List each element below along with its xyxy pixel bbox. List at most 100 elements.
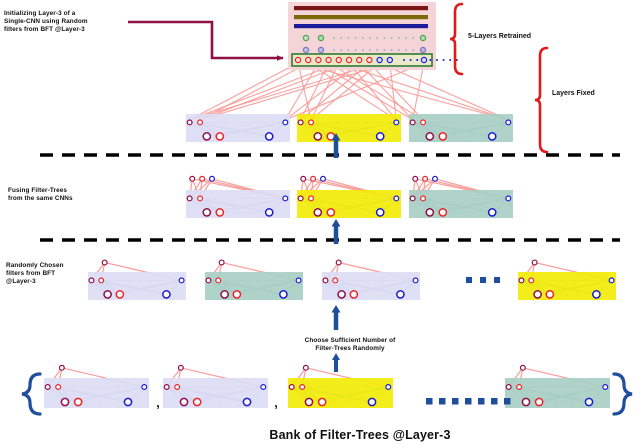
filter-tree-node-bottom bbox=[202, 132, 212, 141]
filter-tree-node-top bbox=[300, 175, 307, 182]
filter-tree-node-mid bbox=[409, 195, 416, 202]
random-filter-tree-2 bbox=[205, 272, 303, 300]
filter-tree-node-bottom bbox=[304, 397, 314, 407]
filter-tree-node-mid bbox=[608, 277, 615, 284]
filter-tree-node-mid bbox=[186, 195, 193, 202]
ellipsis-square bbox=[426, 398, 433, 405]
cnn-green-dot bbox=[340, 37, 343, 39]
ellipsis-square bbox=[466, 277, 472, 283]
filter-tree-node-top bbox=[320, 175, 327, 182]
cnn-green-dot bbox=[405, 37, 407, 39]
filter-tree-plate bbox=[163, 378, 268, 408]
cnn-purple-dot bbox=[347, 49, 350, 51]
filter-tree-node-bottom bbox=[534, 397, 544, 407]
filter-tree-node-top bbox=[310, 175, 317, 182]
filter-tree-node-bottom bbox=[521, 397, 531, 407]
brace-left bbox=[21, 372, 42, 416]
filter-tree-node-bottom bbox=[438, 208, 448, 217]
filter-tree-node-bottom bbox=[425, 208, 435, 217]
up-arrow-to-fusing-row bbox=[331, 219, 341, 244]
filter-tree-node-top bbox=[189, 175, 196, 182]
ellipsis-square bbox=[491, 398, 498, 405]
layer3-dot bbox=[449, 59, 452, 61]
filter-tree-plate bbox=[186, 190, 290, 218]
cnn-green-dot bbox=[347, 37, 350, 39]
ellipsis-square bbox=[480, 277, 486, 283]
filter-tree-node-mid bbox=[260, 384, 267, 391]
filter-tree-node-top bbox=[302, 364, 309, 371]
filter-tree-node-mid bbox=[186, 119, 193, 126]
filter-tree-node-mid bbox=[297, 195, 304, 202]
filter-tree-node-bottom bbox=[367, 397, 377, 407]
filter-tree-node-top bbox=[432, 175, 439, 182]
decoration-layer bbox=[21, 2, 633, 416]
filter-tree-node-bottom bbox=[545, 290, 555, 299]
filter-tree-node-bottom bbox=[232, 290, 242, 299]
label-layers-fixed: Layers Fixed bbox=[552, 90, 595, 97]
layer3-dot bbox=[403, 59, 405, 61]
diagram-title: Bank of Filter-Trees @Layer-3 bbox=[269, 428, 451, 442]
random-filter-tree-4 bbox=[518, 272, 616, 300]
random-filter-tree-3 bbox=[322, 272, 420, 300]
layer3-dot bbox=[436, 59, 438, 61]
filter-tree-node-mid bbox=[174, 384, 181, 391]
filter-tree-node-bottom bbox=[192, 397, 202, 407]
layer3-dot bbox=[429, 59, 432, 61]
layer3-red-node bbox=[305, 56, 312, 64]
filter-tree-node-bottom bbox=[202, 208, 212, 217]
fusing-filter-tree-3 bbox=[409, 190, 513, 218]
bank-filter-tree-1 bbox=[44, 378, 149, 408]
cnn-purple-node bbox=[317, 46, 325, 54]
cnn-purple-node bbox=[419, 46, 427, 54]
layer3-blue-node bbox=[376, 56, 383, 64]
filter-tree-node-mid bbox=[55, 384, 62, 391]
cnn-green-node bbox=[419, 34, 427, 42]
bank-filter-tree-2 bbox=[163, 378, 268, 408]
layer3-blue-node bbox=[386, 56, 393, 64]
fixed-filter-tree-3 bbox=[409, 114, 513, 142]
filter-tree-plate bbox=[409, 190, 513, 218]
filter-tree-node-mid bbox=[288, 384, 295, 391]
bank-filter-tree-4 bbox=[505, 378, 610, 408]
layer3-red-node bbox=[335, 56, 342, 64]
cnn-purple-dot bbox=[333, 49, 335, 51]
label-5-layers-retrained: 5-Layers Retrained bbox=[468, 33, 532, 40]
filter-tree-node-bottom bbox=[215, 208, 225, 217]
filter-tree-node-mid bbox=[295, 277, 302, 284]
cnn-green-dot bbox=[412, 37, 415, 39]
up-arrow-to-fixed-row bbox=[331, 133, 341, 158]
cnn-purple-dot bbox=[369, 49, 371, 51]
filter-tree-node-mid bbox=[322, 277, 329, 284]
filter-tree-node-bottom bbox=[242, 397, 252, 407]
up-arrow-to-random-row bbox=[331, 305, 341, 330]
filter-tree-node-mid bbox=[308, 119, 315, 126]
fixed-filter-tree-2 bbox=[297, 114, 401, 142]
cnn-purple-dot bbox=[376, 49, 379, 51]
cnn-green-dot bbox=[369, 37, 371, 39]
filter-tree-node-mid bbox=[197, 195, 204, 202]
filter-tree-node-top bbox=[177, 364, 184, 371]
layer3-red-node bbox=[325, 56, 332, 64]
layer3-red-node bbox=[294, 56, 302, 64]
cnn-green-dot bbox=[383, 37, 386, 39]
filter-tree-node-bottom bbox=[123, 397, 133, 407]
cnn-purple-dot bbox=[412, 49, 415, 51]
filter-tree-node-bottom bbox=[103, 290, 112, 299]
fusing-filter-tree-1 bbox=[186, 190, 290, 218]
cnn-purple-dot bbox=[361, 49, 364, 51]
comma-separator-2: , bbox=[274, 396, 278, 410]
filter-tree-node-top bbox=[218, 259, 225, 266]
filter-tree-plate bbox=[518, 272, 616, 300]
filter-tree-node-mid bbox=[412, 277, 419, 284]
filter-tree-node-mid bbox=[505, 384, 512, 391]
filter-tree-node-bottom bbox=[326, 208, 336, 217]
filter-tree-node-mid bbox=[297, 119, 304, 126]
filter-tree-node-bottom bbox=[60, 397, 70, 407]
random-filter-tree-1 bbox=[88, 272, 186, 300]
layer3-red-node bbox=[366, 56, 373, 64]
filter-tree-node-top bbox=[209, 175, 216, 182]
filter-tree-node-mid bbox=[420, 119, 427, 126]
filter-tree-node-bottom bbox=[584, 397, 594, 407]
